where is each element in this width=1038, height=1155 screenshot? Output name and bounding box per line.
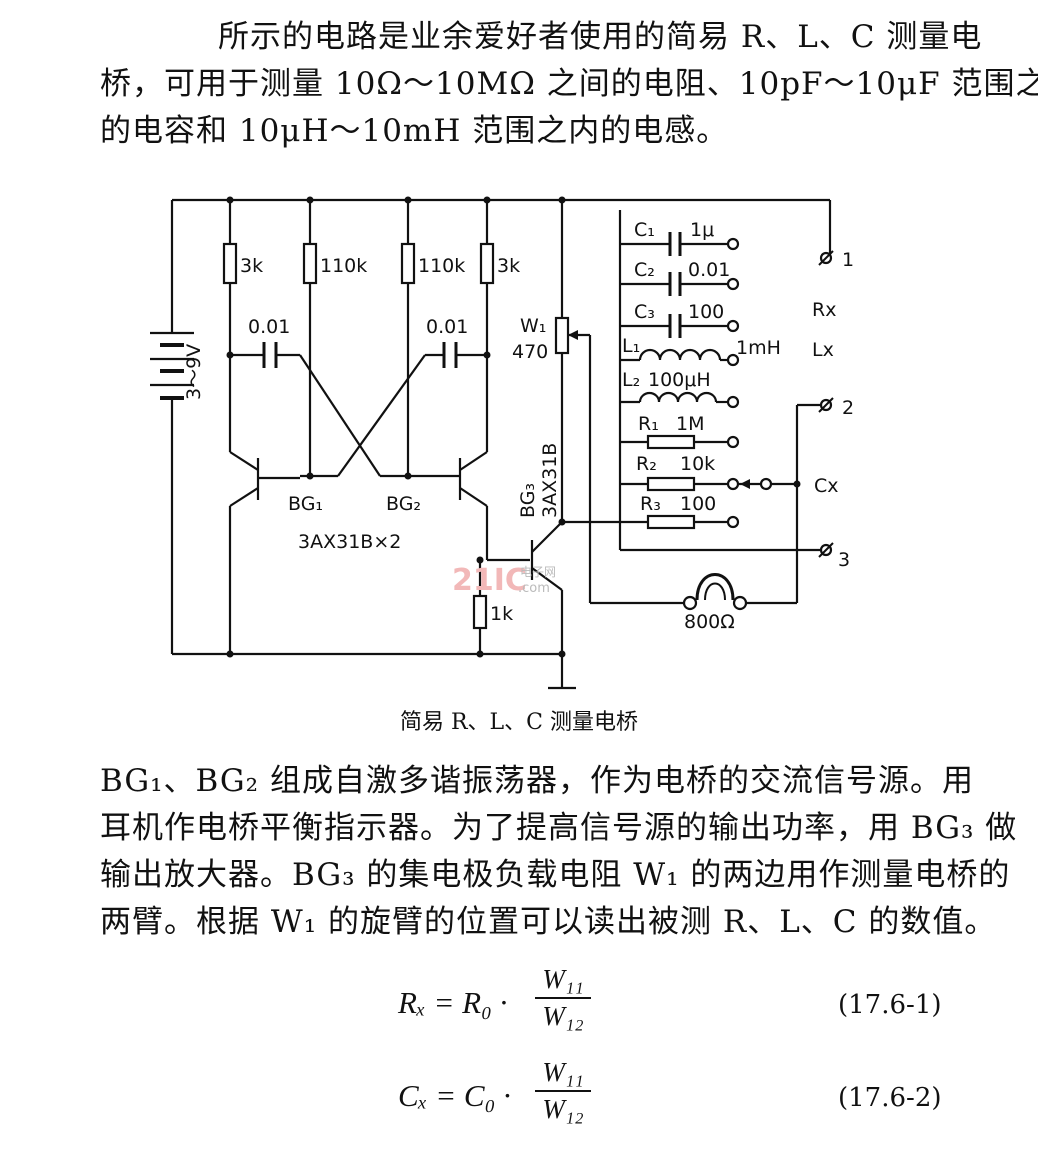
label-lx: Lx xyxy=(812,339,834,361)
earphone-symbol xyxy=(682,573,748,611)
equation-2-lhs: Cₓ = C₀ · xyxy=(398,1078,511,1113)
resistor-r1 xyxy=(646,434,696,450)
inductor-l1 xyxy=(638,348,722,361)
resistor-110k-left xyxy=(302,242,318,285)
label-r1-value: 1M xyxy=(676,413,704,435)
terminal-slashes xyxy=(818,250,834,558)
label-cap-left: 0.01 xyxy=(248,316,290,338)
label-l1: L₁ xyxy=(622,335,640,357)
label-w1: W₁ xyxy=(520,315,546,337)
equation-2-fraction-bar xyxy=(535,1090,591,1092)
body-line-1: BG₁、BG₂ 组成自激多谐振荡器，作为电桥的交流信号源。用 xyxy=(100,763,974,799)
label-r3-value: 100 xyxy=(680,493,716,515)
equation-2-number: (17.6-2) xyxy=(838,1083,942,1113)
label-c2: C₂ xyxy=(634,259,655,281)
equation-2-denominator: W₁₂ xyxy=(542,1094,584,1124)
label-rx: Rx xyxy=(812,299,836,321)
label-110k-right: 110k xyxy=(418,255,465,277)
capacitors xyxy=(262,232,682,368)
equation-1-fraction: W₁₁ W₁₂ xyxy=(535,964,591,1032)
intro-paragraph: 所示的电路是业余爱好者使用的简易 R、L、C 测量电 桥，可用于测量 10Ω～1… xyxy=(100,14,1038,155)
cx-probe-arrow xyxy=(740,479,750,489)
equation-1-fraction-bar xyxy=(535,997,591,999)
label-w1-value: 470 xyxy=(512,341,548,363)
label-bg2: BG₂ xyxy=(386,493,421,515)
label-r1: R₁ xyxy=(638,413,659,435)
battery-symbol xyxy=(150,331,194,400)
resistors xyxy=(222,242,696,630)
label-terminal-2: 2 xyxy=(842,397,854,419)
label-transistor-type: 3AX31B×2 xyxy=(298,531,401,553)
equation-2-numerator: W₁₁ xyxy=(542,1057,584,1087)
label-r2: R₂ xyxy=(636,453,657,475)
label-l2: L₂ xyxy=(622,369,640,391)
label-bg3-type: 3AX31B xyxy=(539,443,561,518)
label-l1-value: 1mH xyxy=(736,337,781,359)
watermark-logo: 21IC 电子网 .com xyxy=(452,563,556,598)
watermark-text: 21IC xyxy=(452,563,527,598)
label-cap-right: 0.01 xyxy=(426,316,468,338)
inductors xyxy=(638,348,722,403)
junction-dots xyxy=(226,196,801,658)
label-c1: C₁ xyxy=(634,219,655,241)
resistor-3k-right xyxy=(479,242,495,285)
equation-1-numerator: W₁₁ xyxy=(542,964,584,994)
body-line-2: 耳机作电桥平衡指示器。为了提高信号源的输出功率，用 BG₃ 做 xyxy=(100,810,1018,846)
body-paragraph: BG₁、BG₂ 组成自激多谐振荡器，作为电桥的交流信号源。用 耳机作电桥平衡指示… xyxy=(100,758,1018,946)
figure-caption: 简易 R、L、C 测量电桥 xyxy=(400,710,638,735)
battery-voltage-label: 3～9V xyxy=(183,344,205,400)
body-line-4: 两臂。根据 W₁ 的旋臂的位置可以读出被测 R、L、C 的数值。 xyxy=(100,904,997,940)
label-3k-right: 3k xyxy=(497,255,520,277)
inductor-l2 xyxy=(638,391,718,403)
body-line-3: 输出放大器。BG₃ 的集电极负载电阻 W₁ 的两边用作测量电桥的 xyxy=(100,857,1011,893)
equation-1-number: (17.6-1) xyxy=(838,990,942,1020)
rlc-bridge-schematic: 3～9V 3k 110k 110k 3k 0.01 0.01 BG₁ BG₂ 3… xyxy=(150,196,854,690)
equation-1-lhs: Rₓ = R₀ · xyxy=(398,985,508,1020)
label-bg3: BG₃ xyxy=(517,483,539,518)
label-110k-left: 110k xyxy=(320,255,367,277)
equation-1-denominator: W₁₂ xyxy=(542,1001,584,1031)
label-c1-value: 1μ xyxy=(690,219,714,241)
potentiometer-w1 xyxy=(554,316,570,355)
wires xyxy=(170,198,832,690)
label-3k-left: 3k xyxy=(240,255,263,277)
watermark-subtext: 电子网 xyxy=(520,565,556,579)
label-c3: C₃ xyxy=(634,301,655,323)
resistor-3k-left xyxy=(222,242,238,285)
intro-line-2: 桥，可用于测量 10Ω～10MΩ 之间的电阻、10pF～10μF 范围之内 xyxy=(100,66,1038,102)
label-l2-value: 100μH xyxy=(648,369,711,391)
resistor-110k-right xyxy=(400,242,416,285)
label-cx: Cx xyxy=(814,475,839,497)
label-c2-value: 0.01 xyxy=(688,259,730,281)
label-c3-value: 100 xyxy=(688,301,724,323)
equation-2-fraction: W₁₁ W₁₂ xyxy=(535,1057,591,1125)
terminals xyxy=(726,237,833,557)
w1-wiper-arrow xyxy=(568,330,578,340)
label-terminal-1: 1 xyxy=(842,249,854,271)
label-r2-value: 10k xyxy=(680,453,715,475)
label-r3: R₃ xyxy=(640,493,661,515)
intro-line-1: 所示的电路是业余爱好者使用的简易 R、L、C 测量电 xyxy=(218,19,983,55)
intro-line-3: 的电容和 10μH～10mH 范围之内的电感。 xyxy=(100,113,729,149)
watermark-com: .com xyxy=(518,581,550,596)
label-earphone: 800Ω xyxy=(684,611,735,633)
resistor-r3 xyxy=(646,514,696,530)
label-terminal-3: 3 xyxy=(838,549,850,571)
resistor-1k xyxy=(472,594,488,630)
resistor-r2 xyxy=(646,476,696,492)
label-bg1: BG₁ xyxy=(288,493,323,515)
label-1k: 1k xyxy=(490,603,513,625)
